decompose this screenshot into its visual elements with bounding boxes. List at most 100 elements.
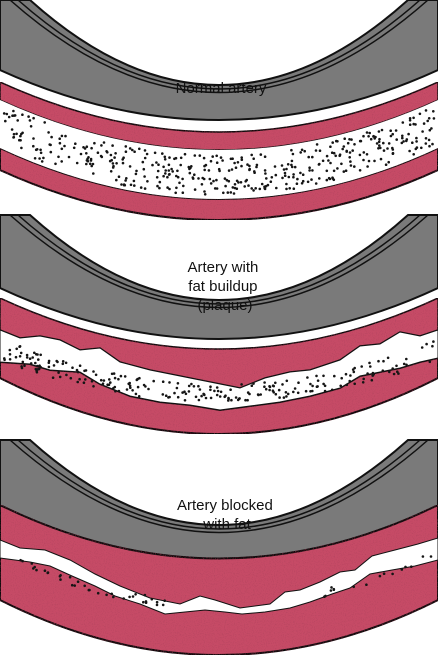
blood-cell-dot (131, 389, 134, 392)
blood-cell-dot (12, 109, 15, 113)
outer-band-groove (9, 214, 429, 309)
blood-cell-dot (283, 174, 287, 177)
blood-cell-dot (410, 565, 413, 568)
blood-cell-dot (117, 389, 121, 393)
blood-cell-dot (133, 150, 136, 153)
blood-cell-dot (94, 373, 98, 377)
blood-cell-dot (301, 173, 305, 176)
blood-cell-dot (20, 146, 23, 150)
blood-cell-dot (125, 388, 129, 391)
blood-cell-dot (164, 394, 168, 398)
blood-cell-dot (85, 162, 88, 166)
blood-cell-dot (234, 396, 238, 399)
blood-cell-dot (404, 565, 407, 569)
blood-cell-dot (198, 154, 202, 157)
blood-cell-dot (33, 157, 37, 160)
blood-cell-dot (315, 143, 319, 146)
blood-cell-dot (243, 185, 246, 188)
blood-cell-dot (114, 389, 117, 393)
blood-cell-dot (252, 189, 255, 192)
blood-cell-dot (39, 353, 42, 357)
blood-cell-dot (395, 364, 398, 368)
blood-cell-dot (101, 382, 105, 386)
blood-cell-dot (213, 389, 216, 393)
blood-cell-dot (273, 165, 277, 168)
blood-cell-dot (173, 157, 176, 161)
blood-cell-dot (232, 192, 236, 195)
blood-cell-dot (156, 169, 160, 173)
blood-cell-dot (292, 187, 296, 190)
blood-cell-dot (311, 169, 314, 172)
blood-cell-dot (366, 372, 369, 375)
blood-cell-dot (391, 132, 395, 136)
blood-cell-dot (150, 597, 154, 601)
blood-cell-dot (115, 162, 118, 165)
blood-cell-dot (161, 152, 164, 155)
label-plaque-artery: Artery with fat buildup (plaque) (187, 259, 262, 314)
blood-cell-dot (111, 144, 114, 147)
blood-cell-dot (168, 156, 171, 159)
blood-cell-dot (155, 176, 159, 179)
blood-cell-dot (287, 175, 291, 179)
blood-cell-dot (49, 150, 53, 154)
blood-cell-dot (402, 140, 405, 143)
blood-cell-dot (402, 362, 406, 366)
blood-cell-dot (250, 187, 253, 190)
blood-cell-dot (142, 167, 146, 171)
blood-cell-dot (322, 382, 325, 386)
blood-cell-dot (162, 165, 165, 169)
blood-cell-dot (259, 153, 263, 156)
blood-cell-dot (428, 128, 432, 132)
blood-cell-dot (353, 366, 357, 370)
blood-cell-dot (134, 593, 137, 596)
blood-cell-dot (90, 146, 93, 150)
blood-cell-dot (415, 140, 418, 143)
blood-cell-dot (113, 376, 117, 380)
blood-cell-dot (291, 152, 295, 156)
blood-cell-dot (132, 179, 136, 183)
blood-cell-dot (109, 153, 113, 157)
blood-cell-dot (134, 392, 138, 396)
blood-cell-dot (323, 384, 327, 388)
blood-cell-dot (67, 155, 71, 159)
blood-cell-dot (78, 364, 82, 368)
blood-cell-dot (166, 186, 169, 189)
blood-cell-dot (367, 159, 371, 163)
blood-cell-dot (65, 373, 68, 377)
blood-cell-dot (191, 176, 195, 179)
blood-cell-dot (278, 396, 281, 399)
blood-cell-dot (268, 385, 272, 389)
blood-cell-dot (175, 386, 179, 390)
blood-cell-dot (115, 178, 118, 182)
blood-cell-dot (382, 359, 385, 363)
blood-cell-dot (127, 382, 130, 386)
blood-cell-dot (280, 164, 284, 167)
blood-cell-dot (68, 575, 72, 579)
blood-cell-dot (389, 129, 393, 132)
blood-cell-dot (389, 134, 393, 138)
blood-cell-dot (14, 355, 18, 359)
blood-cell-dot (290, 165, 294, 169)
blood-cell-dot (325, 178, 329, 182)
blood-cell-dot (138, 376, 141, 380)
blood-cell-dot (167, 163, 171, 167)
blood-cell-dot (359, 139, 363, 143)
blood-cell-dot (131, 595, 135, 598)
blood-cell-dot (379, 157, 383, 161)
blood-cell-dot (224, 184, 227, 188)
blood-cell-dot (12, 114, 16, 117)
blood-cell-dot (190, 165, 193, 168)
blood-cell-dot (141, 160, 145, 164)
blood-cell-dot (396, 370, 399, 374)
blood-cell-dot (88, 162, 92, 166)
blood-cell-dot (176, 395, 180, 399)
blood-cell-dot (321, 159, 325, 163)
blood-cell-dot (253, 170, 256, 173)
blood-cell-dot (340, 162, 343, 166)
blood-cell-dot (235, 187, 239, 190)
blood-cell-dot (378, 144, 381, 147)
blood-cell-dot (432, 117, 436, 120)
blood-cell-dot (73, 584, 76, 587)
blood-cell-dot (51, 376, 55, 380)
blood-cell-dot (19, 558, 22, 562)
